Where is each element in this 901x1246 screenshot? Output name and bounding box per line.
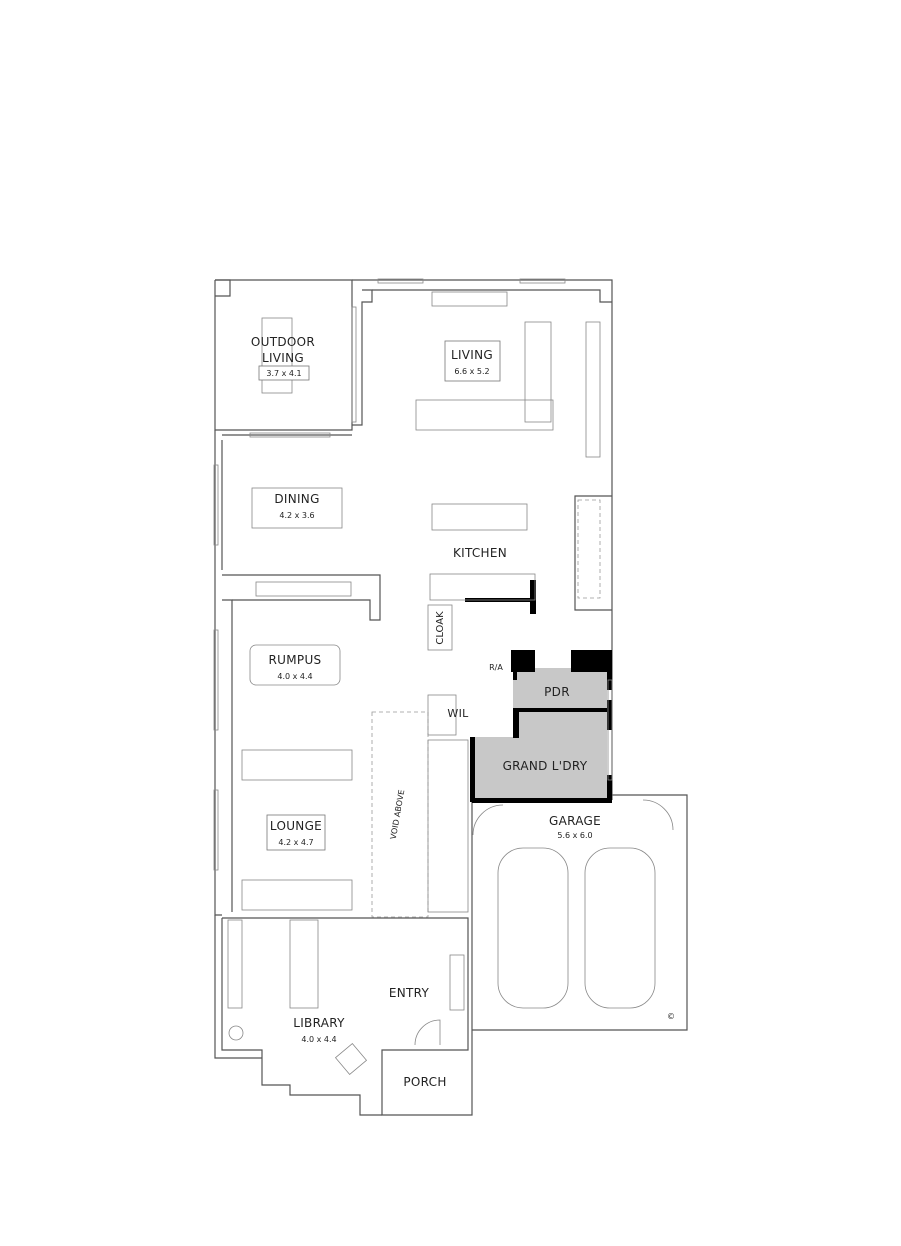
rumpus-label: RUMPUS [269,653,322,667]
furniture [227,291,674,1076]
laundry-fill [472,737,607,799]
wil-label: WIL [447,707,469,720]
dining-label: DINING [274,492,319,506]
porch-label: PORCH [403,1075,446,1089]
cloak-label: CLOAK [435,611,446,645]
walls [214,279,688,1116]
pdr-label: PDR [544,685,570,699]
rumpus-size: 4.0 x 4.4 [277,672,312,681]
laundry-label: GRAND L'DRY [503,759,588,773]
outdoor-living-label-2: LIVING [262,351,304,365]
void-label: VOID ABOVE [389,789,407,840]
car-right-icon [584,847,656,1009]
garage-size: 5.6 x 6.0 [557,831,592,840]
pdr-fill [513,668,607,708]
living-size: 6.6 x 5.2 [454,367,489,376]
car-left-icon [497,847,569,1009]
garage-label: GARAGE [549,814,601,828]
entry-label: ENTRY [389,986,430,1000]
lounge-label: LOUNGE [270,819,322,833]
outdoor-living-size: 3.7 x 4.1 [266,369,301,378]
ra-label: R/A [489,663,503,672]
dining-size: 4.2 x 3.6 [279,511,314,520]
library-label: LIBRARY [293,1016,345,1030]
laundry-fill-upper [513,712,607,742]
kitchen-label: KITCHEN [453,546,507,560]
lounge-size: 4.2 x 4.7 [278,838,313,847]
windows [213,278,613,871]
outdoor-living-label: OUTDOOR [251,335,315,349]
living-label: LIVING [451,348,493,362]
copyright-mark: © [667,1012,675,1021]
library-size: 4.0 x 4.4 [301,1035,336,1044]
